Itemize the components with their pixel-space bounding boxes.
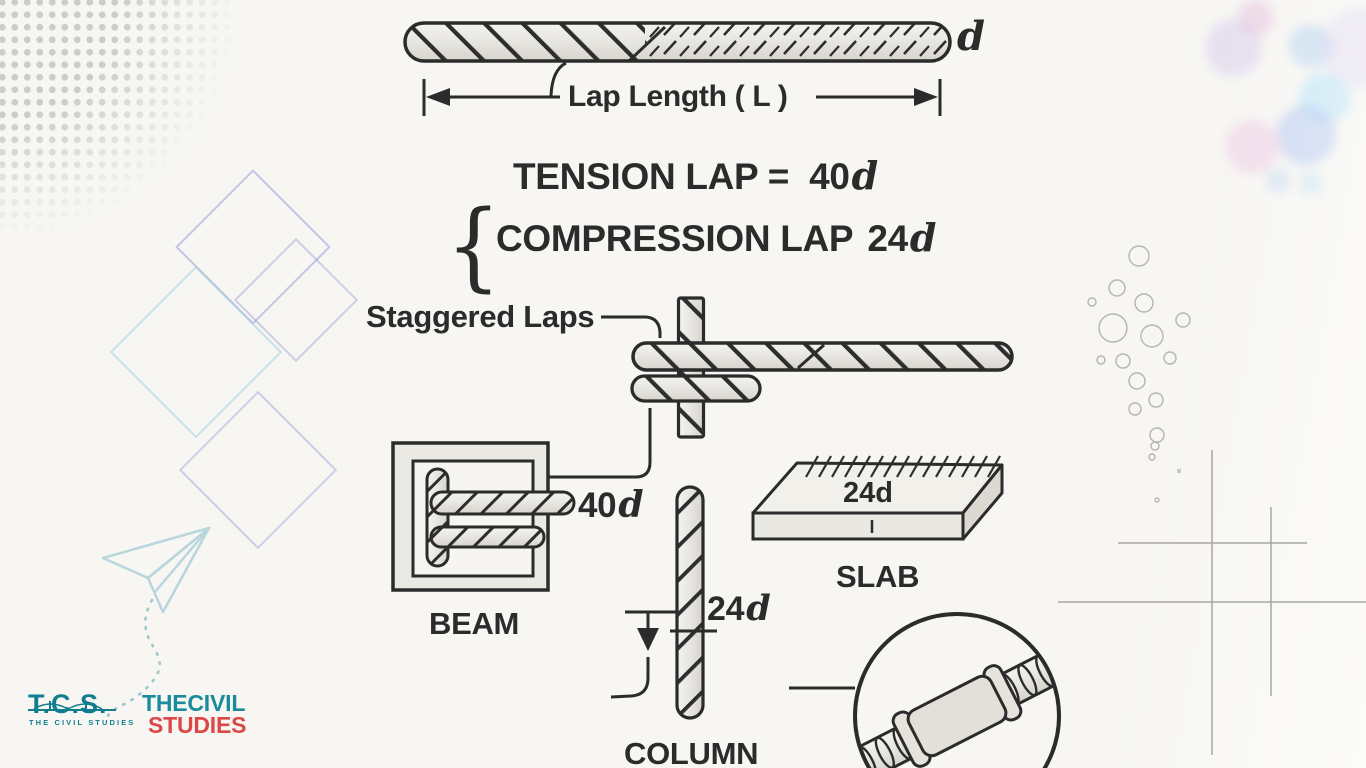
plane-trail-decoration (106, 598, 161, 718)
circle-outline-decoration (1087, 245, 1191, 503)
logo-monogram: T.C.S. (28, 689, 108, 719)
column-value-number: 24 (707, 590, 745, 628)
tension-lap-unit: d (851, 153, 879, 198)
beam-value-unit: d (618, 484, 644, 526)
column-diagram (610, 485, 717, 720)
tension-lap-value: 40 (809, 156, 850, 197)
compression-lap-text: COMPRESSION LAP (496, 218, 854, 259)
brand-logo: T.C.S. THE CIVIL STUDIES THECIVIL STUDIE… (28, 687, 268, 747)
staggered-laps-diagram (548, 296, 1014, 479)
beam-caption: BEAM (429, 606, 520, 641)
slab-lap-value: 24d (843, 477, 893, 509)
grid-lines-decoration (1058, 450, 1366, 755)
rebar-top-diagram (403, 21, 952, 63)
lap-length-dimension (422, 61, 942, 116)
compression-lap-formula: COMPRESSION LAP 24 d (496, 215, 936, 260)
diamond-decoration (109, 169, 359, 550)
column-caption: COLUMN (624, 736, 759, 768)
column-value-unit: d (746, 588, 771, 629)
compression-lap-value: 24 (867, 218, 908, 259)
lap-length-label: Lap Length ( L ) (568, 80, 788, 113)
tension-lap-text: TENSION LAP = (513, 156, 790, 197)
staggered-pointer-line (601, 315, 662, 338)
tension-lap-formula: TENSION LAP = 40 d (513, 153, 878, 198)
column-lap-markers (610, 610, 717, 699)
bar-diameter-label: d (957, 13, 985, 60)
staggered-laps-label: Staggered Laps (366, 299, 595, 334)
brand-name-bottom: STUDIES (148, 712, 247, 738)
slab-diagram (751, 455, 1004, 541)
beam-value-number: 40 (578, 486, 617, 525)
slab-caption: SLAB (836, 559, 920, 594)
formula-brace: { (446, 190, 501, 302)
brand-name-top: THECIVIL (142, 690, 246, 716)
paper-plane-icon (101, 526, 211, 614)
splice-detail-diagram (789, 612, 1061, 768)
beam-lap-value: 40 d (578, 484, 644, 526)
slab-hatch-ticks (805, 455, 1001, 478)
beam-diagram (391, 441, 576, 592)
staggered-to-beam-connector (548, 408, 652, 479)
logo-tagline: THE CIVIL STUDIES (29, 718, 136, 727)
compression-lap-unit: d (909, 215, 937, 260)
column-lap-value: 24 d (707, 588, 771, 629)
